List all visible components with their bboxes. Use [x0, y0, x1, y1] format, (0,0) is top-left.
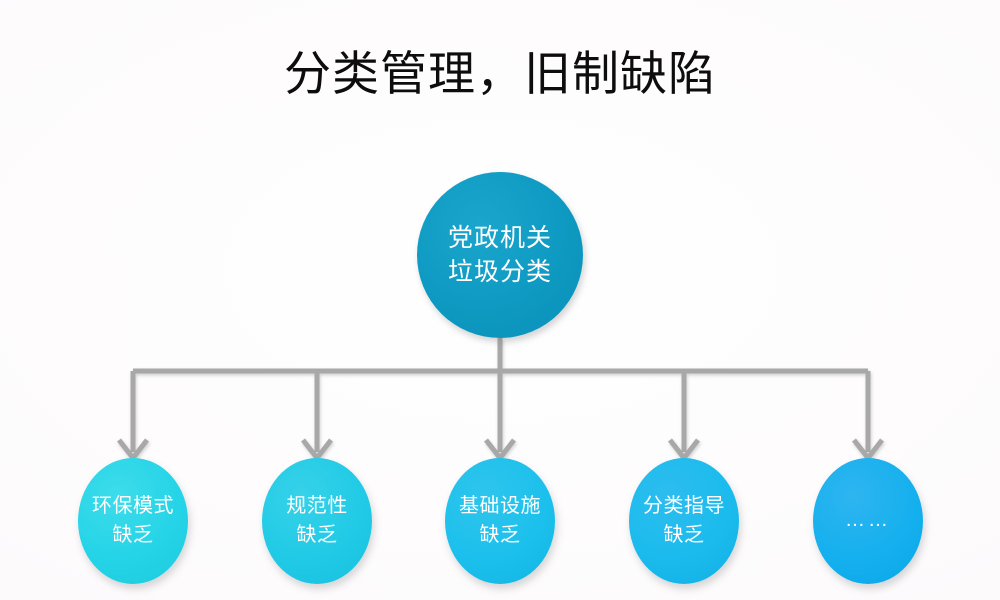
leaf-node-1-line1: 环保模式 — [92, 495, 174, 517]
leaf-node-3-line2: 缺乏 — [479, 524, 521, 546]
root-node-line1: 党政机关 — [447, 224, 552, 252]
leaf-node-4-line1: 分类指导 — [643, 495, 725, 517]
root-node[interactable]: 党政机关 垃圾分类 — [417, 172, 583, 338]
leaf-node-2-line2: 缺乏 — [296, 524, 338, 546]
leaf-node-4[interactable]: 分类指导 缺乏 — [629, 458, 739, 584]
leaf-node-4-line2: 缺乏 — [663, 524, 705, 546]
root-node-line2: 垃圾分类 — [447, 258, 552, 286]
leaf-node-1[interactable]: 环保模式 缺乏 — [78, 458, 188, 584]
leaf-node-2[interactable]: 规范性 缺乏 — [262, 458, 372, 584]
leaf-node-5-label: …… — [841, 509, 895, 531]
leaf-node-5[interactable]: …… — [813, 458, 923, 584]
leaf-node-4-label: 分类指导 缺乏 — [639, 492, 729, 550]
leaf-node-3[interactable]: 基础设施 缺乏 — [445, 458, 555, 584]
root-node-label: 党政机关 垃圾分类 — [448, 221, 552, 289]
leaf-node-1-line2: 缺乏 — [112, 524, 154, 546]
leaf-node-3-line1: 基础设施 — [459, 495, 541, 517]
page-title: 分类管理，旧制缺陷 — [284, 47, 716, 100]
leaf-node-5-ellipsis: …… — [845, 509, 891, 531]
leaf-node-3-label: 基础设施 缺乏 — [455, 492, 545, 550]
leaf-node-2-line1: 规范性 — [286, 495, 348, 517]
leaf-node-2-label: 规范性 缺乏 — [282, 492, 352, 550]
leaf-node-1-label: 环保模式 缺乏 — [88, 492, 178, 550]
